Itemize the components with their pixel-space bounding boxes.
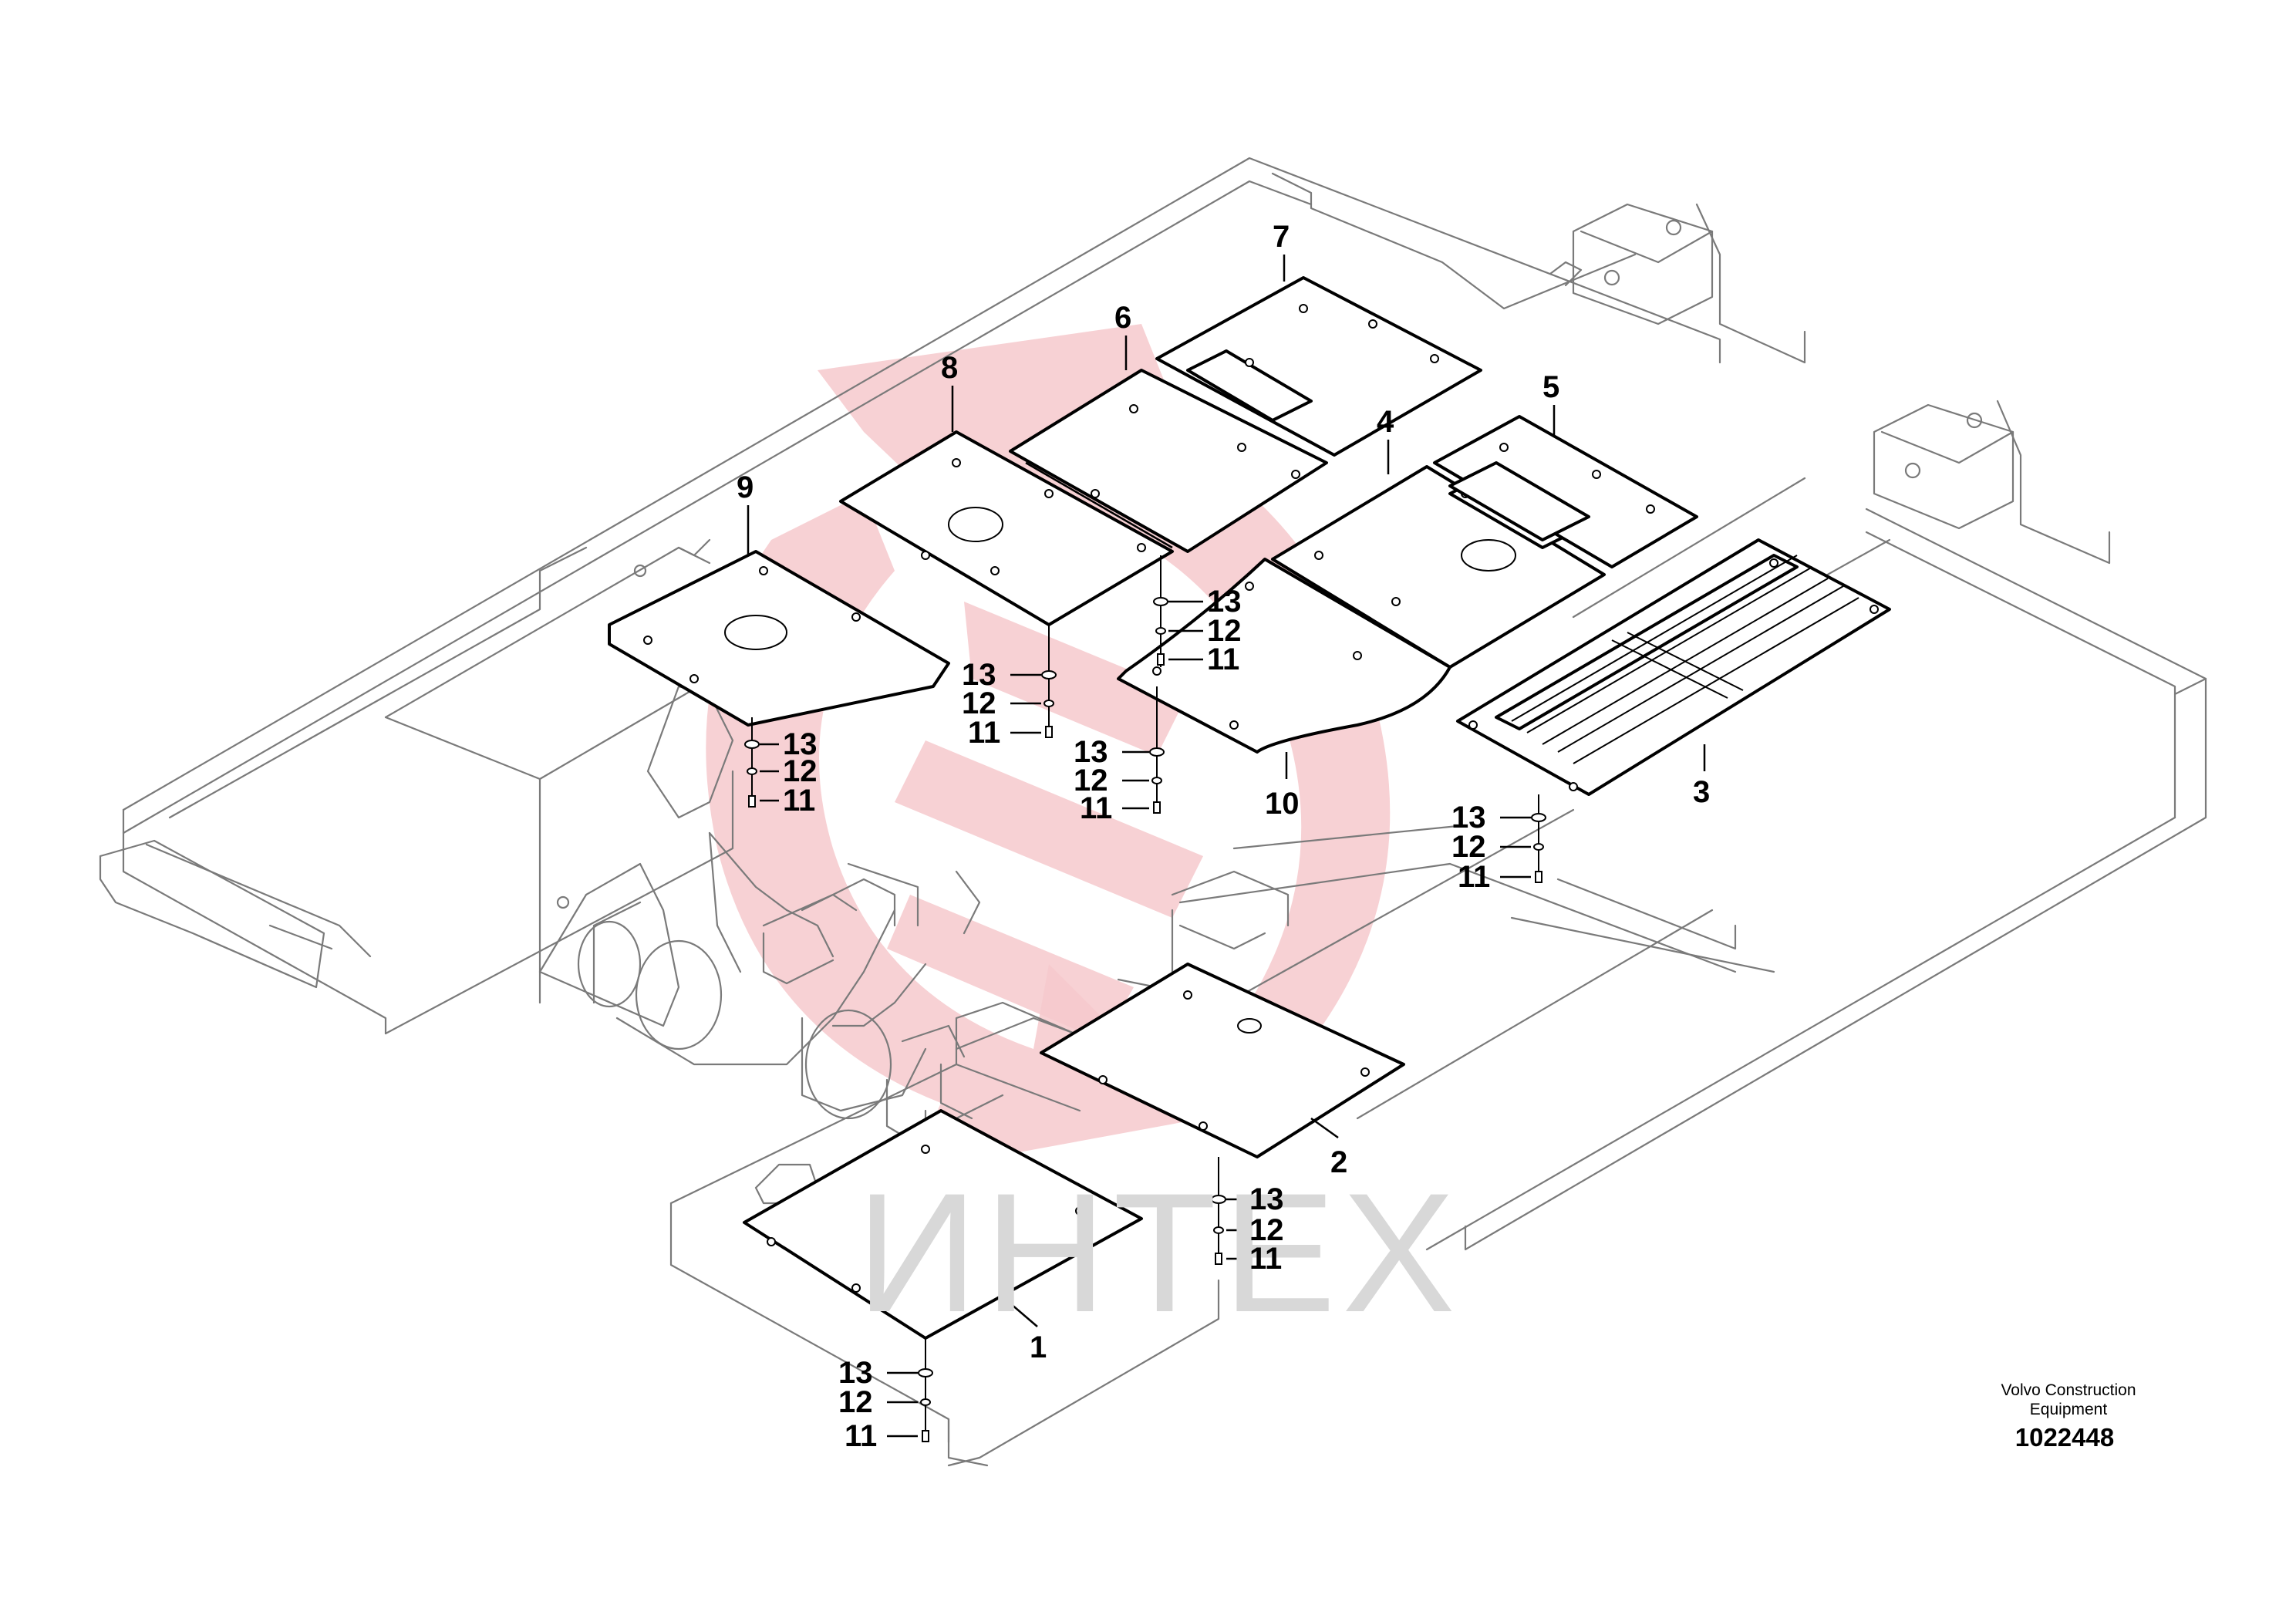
callout-11: 11 — [1080, 791, 1112, 825]
panel-8 — [839, 430, 1174, 626]
fastener-stacks — [744, 555, 1546, 1442]
drawing-number: 1022448 — [2014, 1423, 2115, 1452]
callout-5: 5 — [1542, 370, 1559, 404]
callout-13: 13 — [1249, 1182, 1284, 1216]
panel-6 — [1009, 369, 1328, 553]
panel-9 — [608, 550, 950, 727]
callout-11: 11 — [1207, 642, 1239, 676]
callout-11: 11 — [783, 784, 815, 818]
panel-3-grille — [1456, 538, 1891, 796]
callout-10: 10 — [1265, 787, 1300, 821]
callout-12: 12 — [783, 754, 818, 788]
watermark-text: ИНТЕХ — [856, 1158, 1462, 1347]
callout-12: 12 — [838, 1385, 873, 1419]
panel-5 — [1433, 415, 1698, 568]
callout-11: 11 — [968, 716, 1000, 750]
callout-11: 11 — [845, 1419, 877, 1453]
panel-2 — [1040, 963, 1405, 1158]
callout-4: 4 — [1377, 405, 1394, 439]
panel-7 — [1155, 276, 1482, 457]
manufacturer-line-2: Equipment — [2029, 1401, 2108, 1418]
callout-13: 13 — [838, 1356, 873, 1390]
leader-lines — [747, 255, 1706, 1438]
callout-12: 12 — [1249, 1213, 1284, 1247]
manufacturer-line-1: Volvo Construction — [2001, 1381, 2136, 1399]
callout-7: 7 — [1273, 220, 1290, 254]
callout-6: 6 — [1114, 301, 1131, 335]
callout-12: 12 — [962, 686, 996, 720]
callout-1: 1 — [1030, 1330, 1047, 1364]
panel-1 — [743, 1109, 1143, 1340]
callout-2: 2 — [1330, 1145, 1347, 1179]
callout-13: 13 — [962, 658, 996, 692]
callout-13: 13 — [1074, 735, 1108, 769]
manufacturer-caption: Volvo Construction Equipment — [1968, 1381, 2169, 1419]
callout-12: 12 — [1451, 830, 1486, 864]
callout-numbers: 7 6 8 9 4 5 10 3 2 1 13 12 11 13 12 11 1… — [737, 220, 1710, 1453]
callout-12: 12 — [1207, 614, 1242, 648]
callout-12: 12 — [1074, 764, 1108, 798]
panel-10 — [1117, 558, 1451, 754]
callout-13: 13 — [1451, 801, 1486, 835]
callout-11: 11 — [1249, 1242, 1282, 1276]
callout-9: 9 — [737, 470, 754, 504]
callout-11: 11 — [1458, 860, 1490, 894]
callout-13: 13 — [1207, 585, 1242, 619]
callout-8: 8 — [941, 351, 958, 385]
callout-3: 3 — [1693, 775, 1710, 809]
callout-13: 13 — [783, 727, 818, 761]
